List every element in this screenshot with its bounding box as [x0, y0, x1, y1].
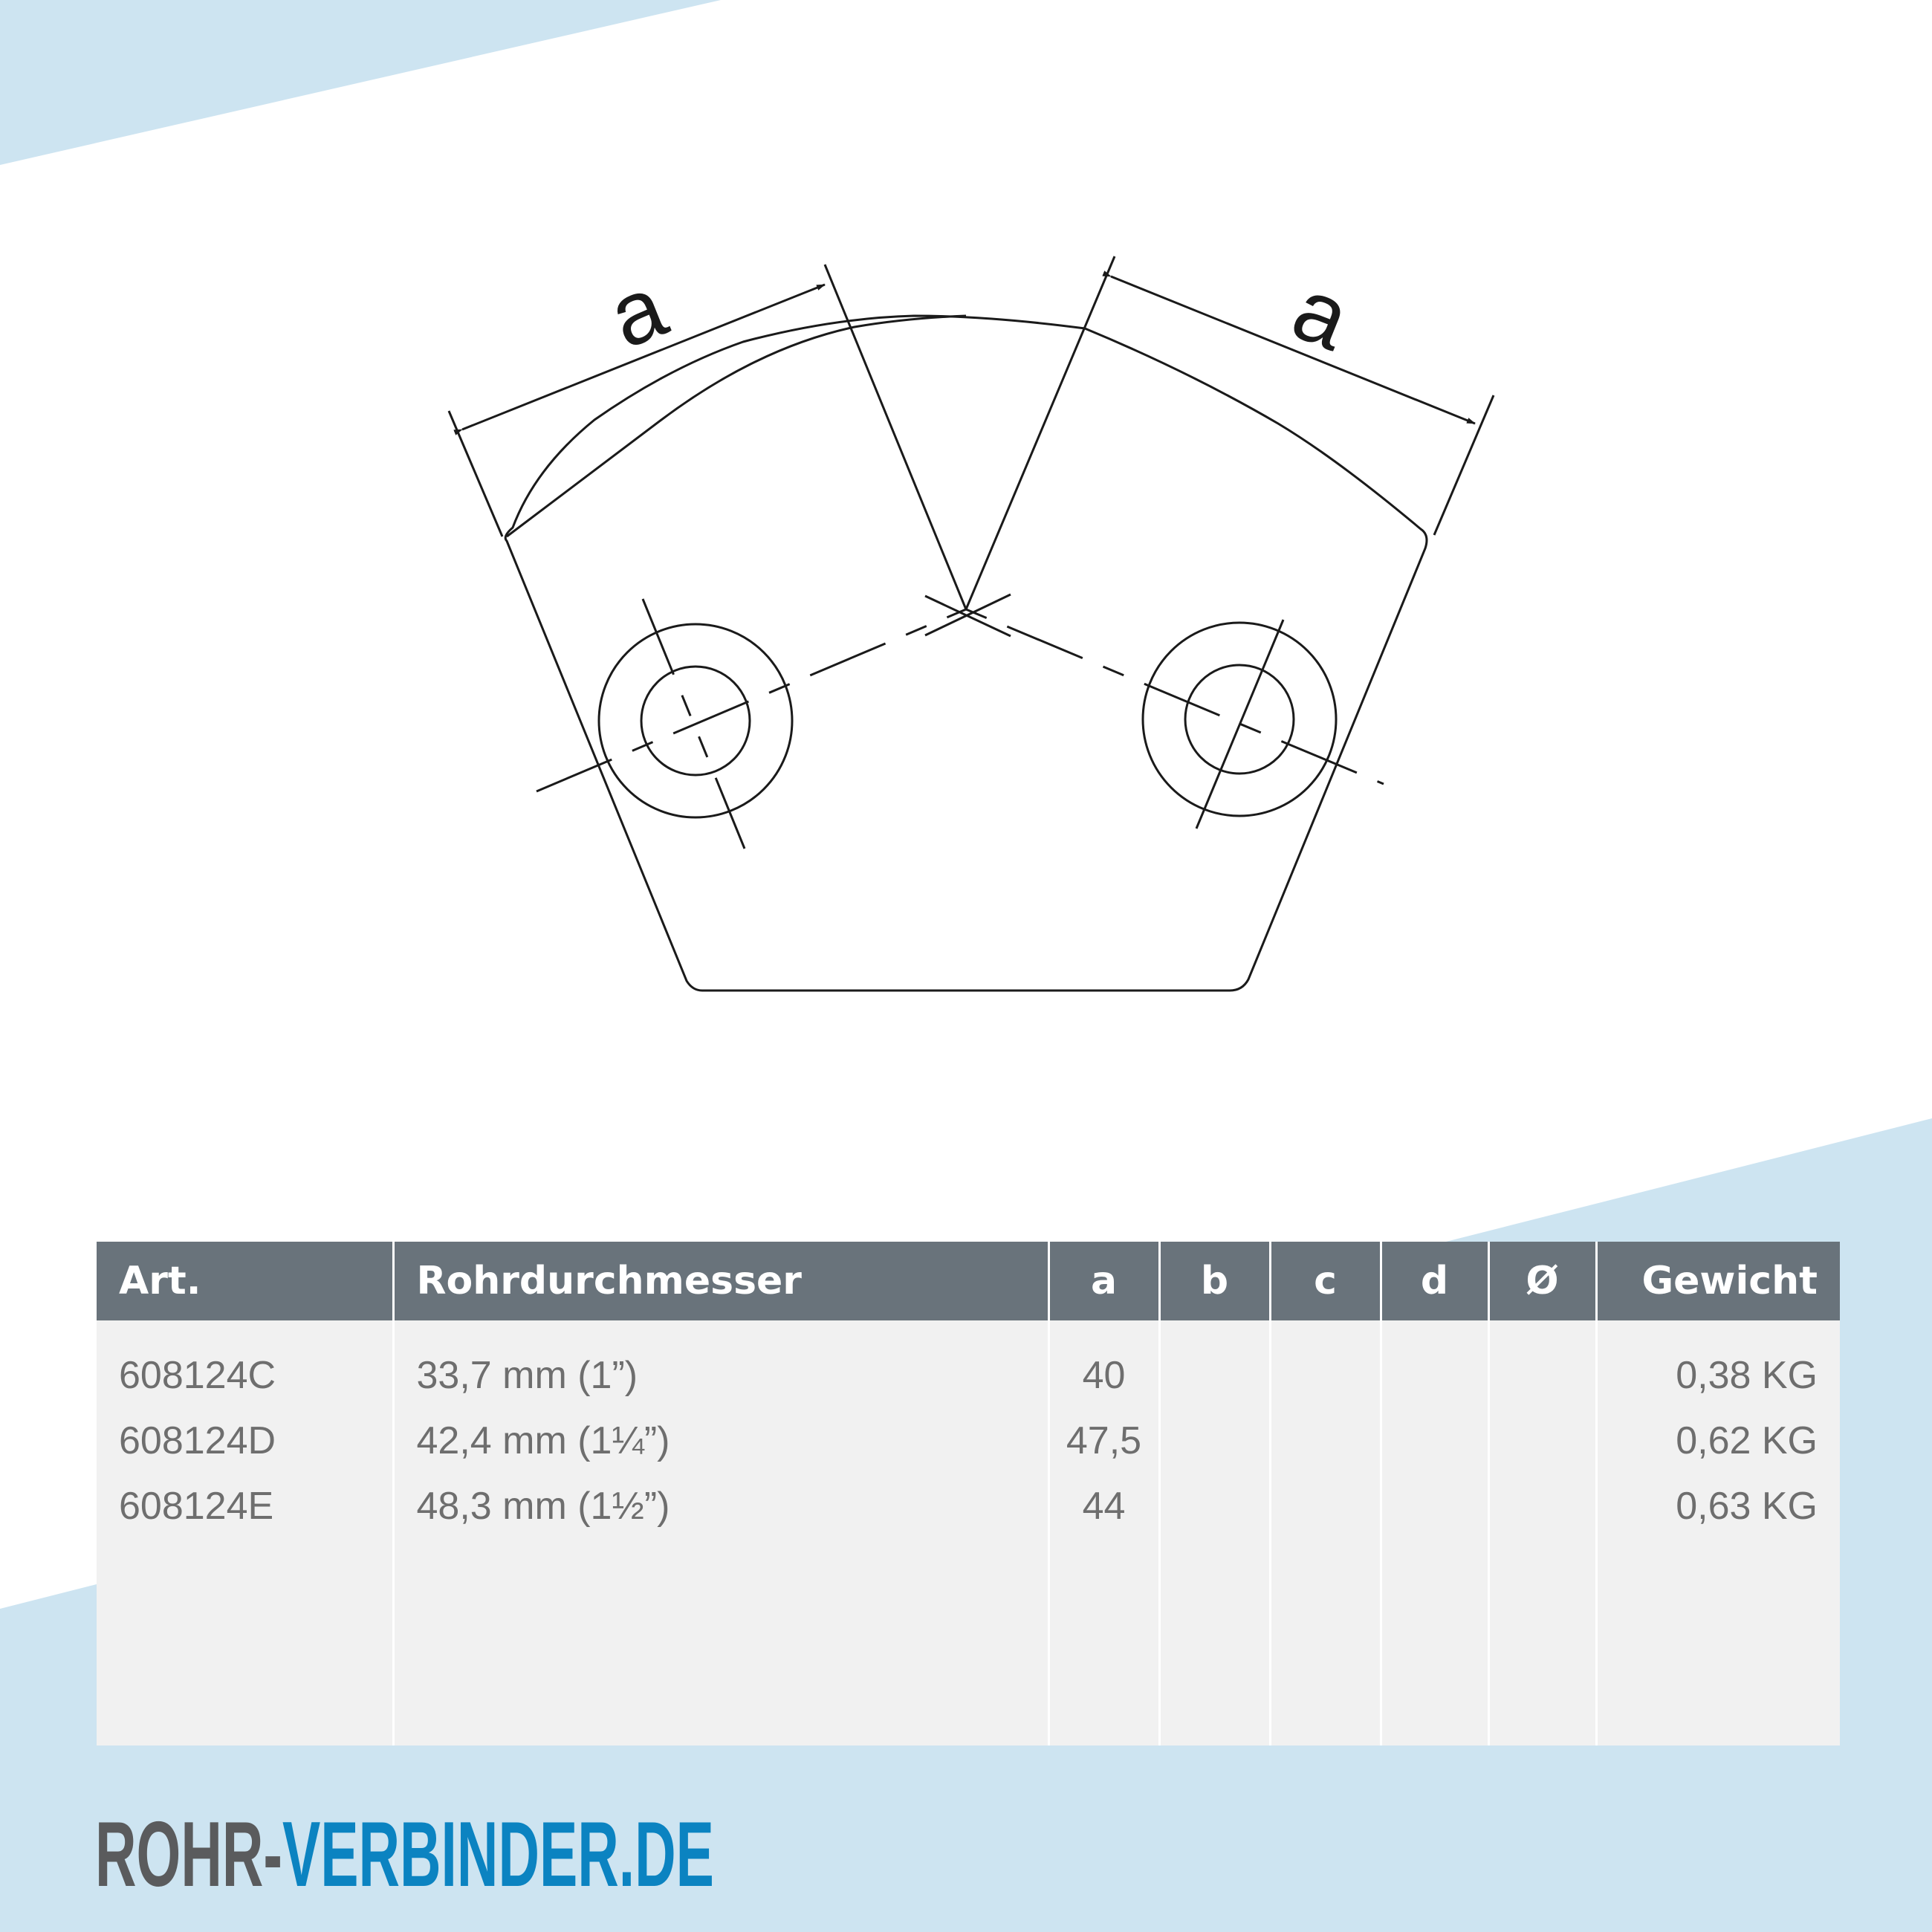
right-hole-outer	[1141, 621, 1338, 817]
column-d	[1381, 1320, 1490, 1745]
table-cell: 42,4 mm (1¼”)	[416, 1419, 670, 1462]
table-cell: 47,5	[1066, 1419, 1142, 1462]
table-cell: 48,3 mm (1½”)	[416, 1485, 670, 1528]
plate-outline	[504, 314, 1428, 992]
centerline-right	[965, 608, 1384, 785]
dimension-line-right	[1102, 270, 1476, 425]
column-b	[1159, 1320, 1271, 1745]
table-header-row: Art. Rohrdurchmesser a b c d Ø Gewicht	[97, 1242, 1840, 1320]
table-cell: 44	[1082, 1485, 1126, 1528]
table-body-row: 608124C 608124D 608124E 33,7 mm (1”) 42,…	[97, 1320, 1840, 1745]
table-cell: 608124E	[119, 1485, 274, 1528]
extension-line-1	[447, 410, 504, 537]
header-d: d	[1381, 1242, 1490, 1320]
header-a: a	[1048, 1242, 1161, 1320]
table-cell: 0,63 KG	[1676, 1485, 1818, 1528]
header-diameter: Ø	[1488, 1242, 1598, 1320]
header-c: c	[1270, 1242, 1382, 1320]
logo-part-rohr: ROHR-	[95, 1803, 282, 1906]
extension-line-4	[1433, 395, 1495, 536]
left-hole-axis	[641, 598, 746, 849]
table-cell: 608124C	[119, 1354, 276, 1397]
column-art: 608124C 608124D 608124E	[97, 1320, 395, 1745]
brand-logo: ROHR-VERBINDER.DE	[95, 1802, 714, 1907]
table-cell: 0,62 KG	[1676, 1419, 1818, 1462]
plate-curve-left	[506, 314, 967, 538]
dimension-label-right: a	[1280, 259, 1363, 369]
column-c	[1270, 1320, 1382, 1745]
right-hole-axis	[1195, 619, 1285, 829]
header-gewicht: Gewicht	[1596, 1242, 1840, 1320]
dimension-label-left: a	[596, 256, 679, 367]
header-b: b	[1159, 1242, 1271, 1320]
dimension-line-left	[453, 283, 826, 435]
top-left-accent	[0, 0, 721, 165]
table-cell: 40	[1082, 1354, 1126, 1397]
column-gewicht: 0,38 KG 0,62 KG 0,63 KG	[1596, 1320, 1840, 1745]
logo-part-verbinder: VERBINDER.DE	[282, 1803, 714, 1906]
spec-table: Art. Rohrdurchmesser a b c d Ø Gewicht 6…	[97, 1242, 1840, 1745]
left-hole-inner	[640, 665, 751, 777]
technical-drawing: a a	[447, 256, 1495, 992]
table-cell: 0,38 KG	[1676, 1354, 1818, 1397]
right-hole-inner	[1184, 664, 1295, 775]
column-rohrdurchmesser: 33,7 mm (1”) 42,4 mm (1¼”) 48,3 mm (1½”)	[393, 1320, 1050, 1745]
column-diameter	[1488, 1320, 1598, 1745]
center-mark-2	[924, 593, 1011, 637]
column-a: 40 47,5 44	[1048, 1320, 1161, 1745]
table-cell: 33,7 mm (1”)	[416, 1354, 638, 1397]
extension-line-3	[965, 256, 1116, 610]
header-art: Art.	[97, 1242, 395, 1320]
left-hole-outer	[597, 623, 794, 819]
extension-line-2	[823, 264, 967, 610]
table-cell: 608124D	[119, 1419, 276, 1462]
header-rohrdurchmesser: Rohrdurchmesser	[393, 1242, 1050, 1320]
